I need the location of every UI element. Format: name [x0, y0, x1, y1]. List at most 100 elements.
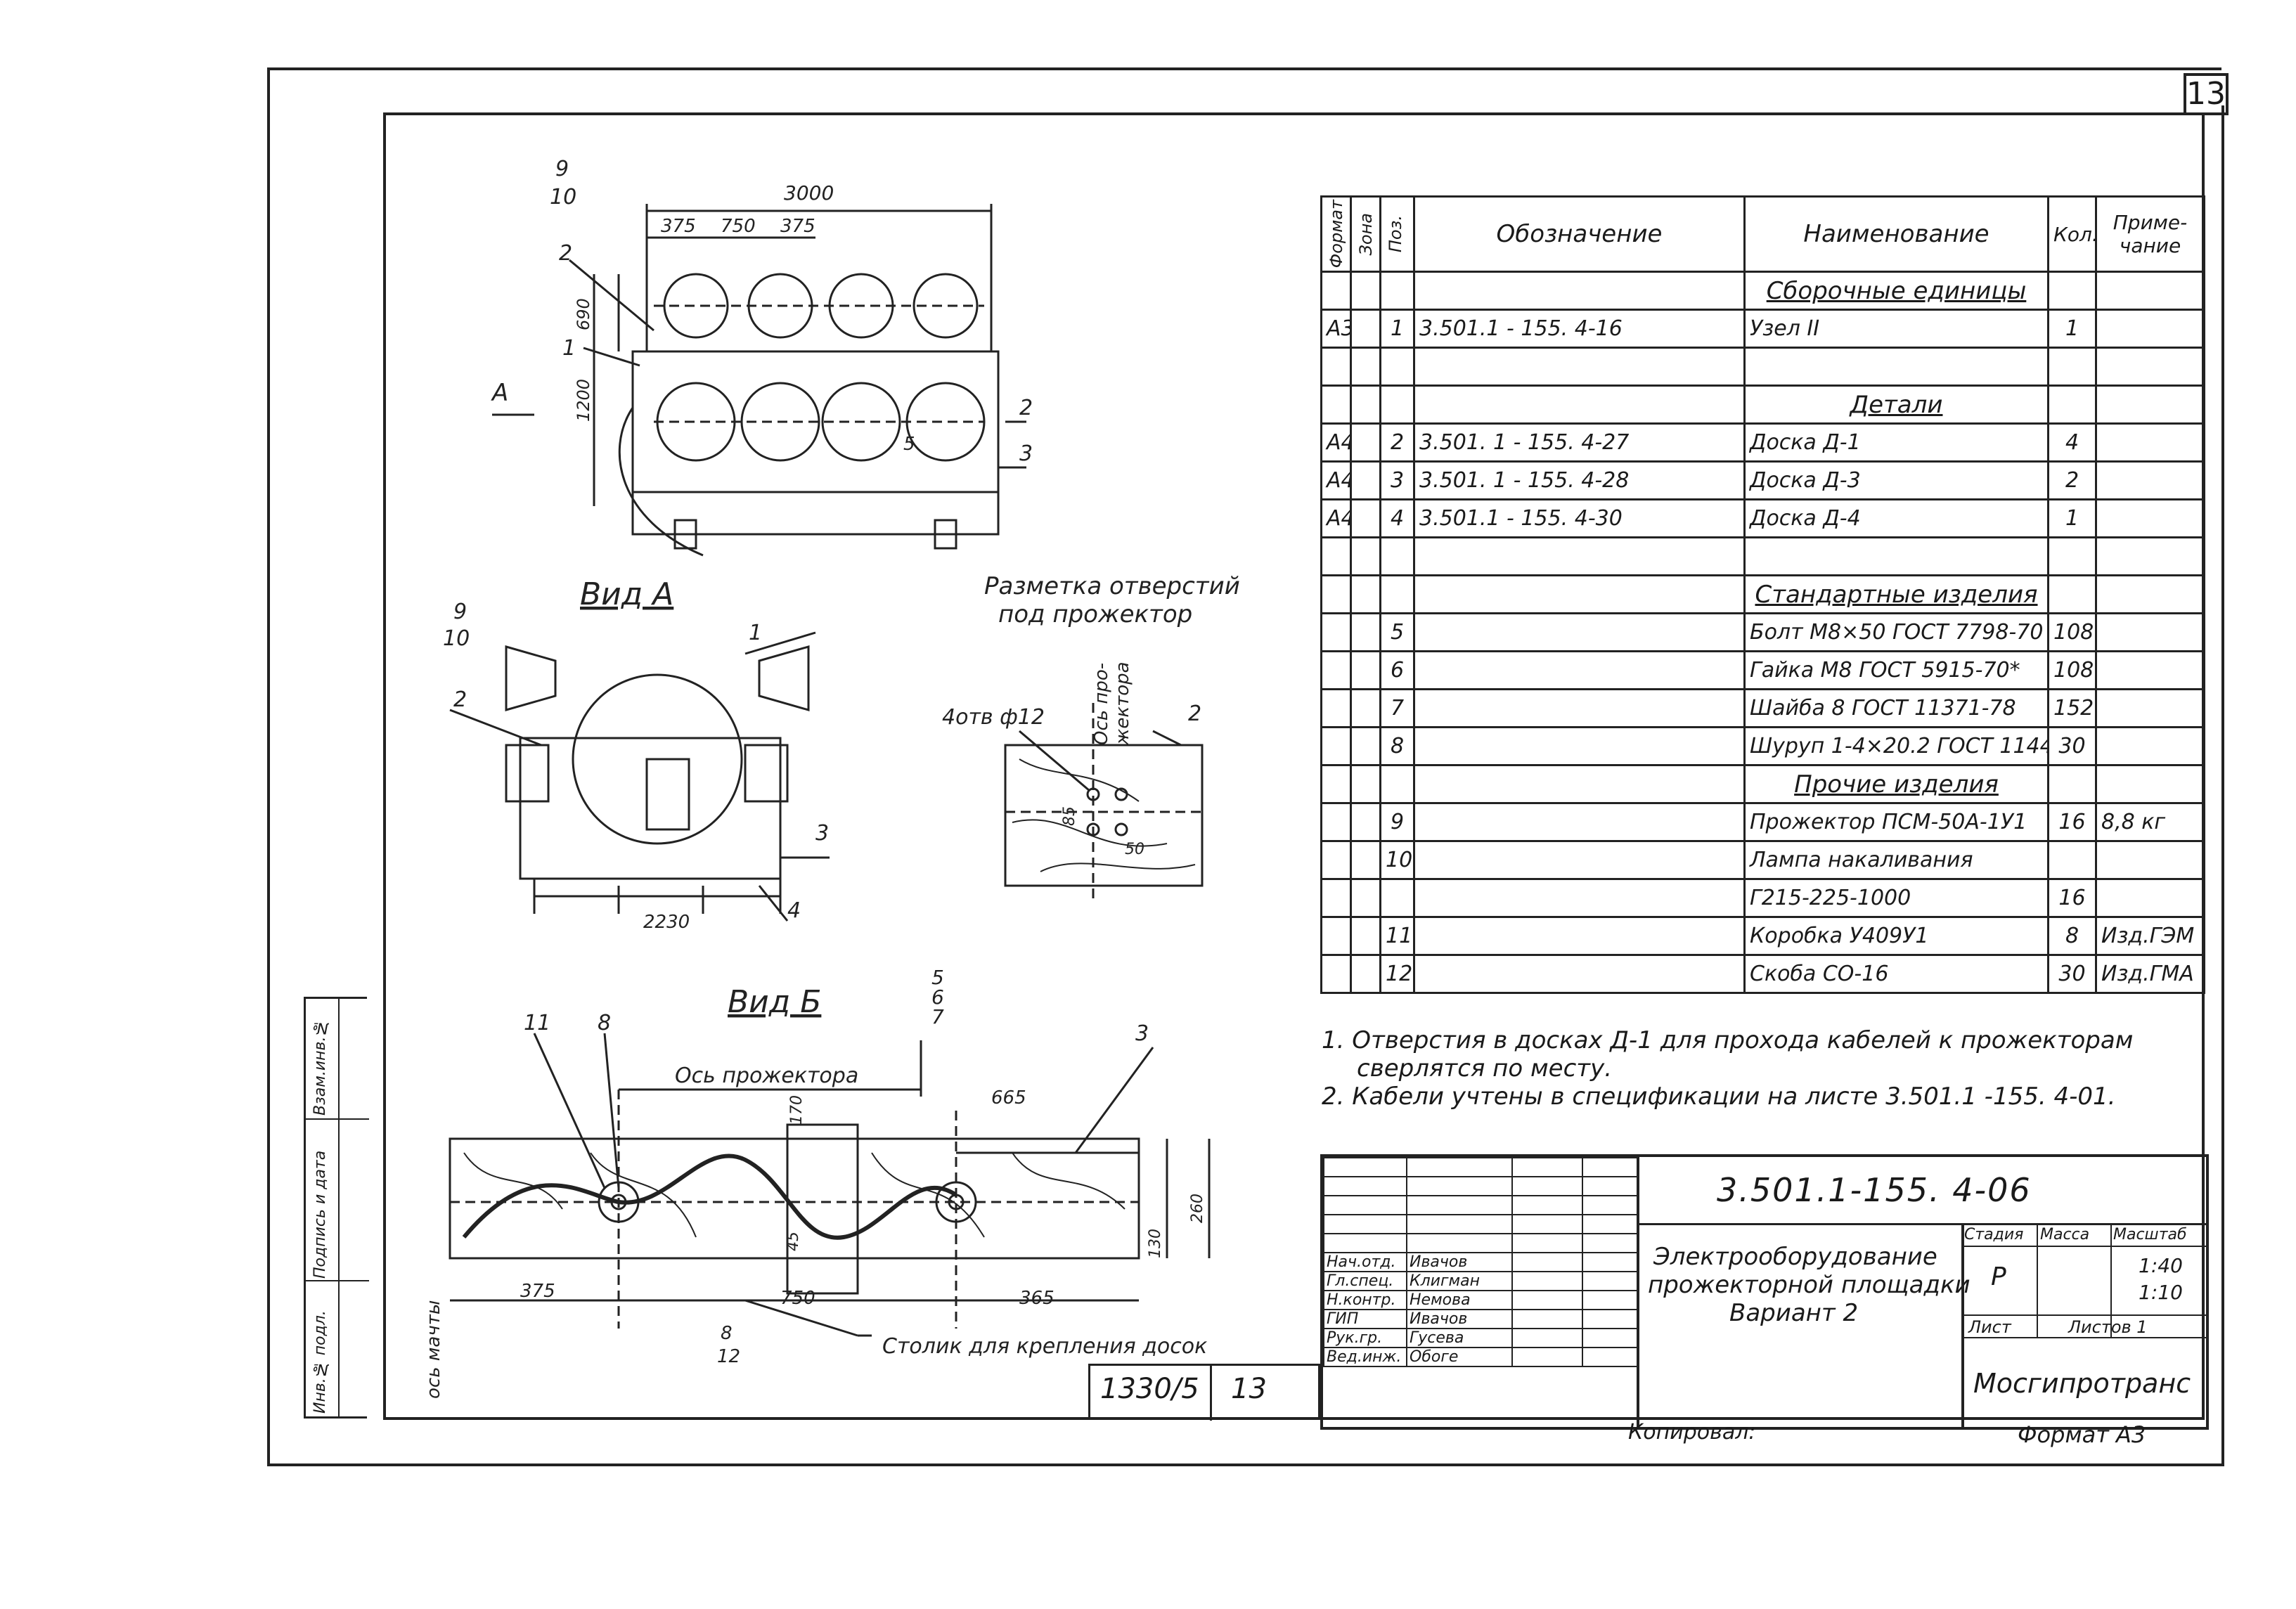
spec-cell-zone — [1350, 802, 1381, 842]
spec-cell-zone — [1350, 916, 1381, 956]
spec-cell-zone — [1350, 878, 1381, 918]
spec-cell-pos: 9 — [1379, 802, 1415, 842]
spec-cell-note — [2095, 612, 2205, 652]
spec-cell-format — [1320, 726, 1352, 766]
projector-circle — [912, 273, 979, 339]
header-note: Приме-чание — [2095, 195, 2205, 273]
spec-cell-designation — [1413, 764, 1746, 804]
drawing-area: 9 10 3000 375 750 375 2 690 1 1200 А 2 5… — [423, 157, 1240, 1399]
archive-sheet: 13 — [1231, 1373, 1267, 1405]
plan-callout-10: 10 — [550, 185, 576, 209]
spec-cell-note — [2095, 726, 2205, 766]
spec-cell-note — [2095, 650, 2205, 690]
spec-cell-note — [2095, 878, 2205, 918]
marking-axis-1: Ось про- — [1091, 663, 1112, 745]
spec-cell-qty: 4 — [2047, 422, 2097, 463]
view-a-callout-1: 1 — [749, 621, 762, 645]
spec-cell-name: Доска Д-4 — [1743, 498, 2049, 538]
spec-cell-note: 8,8 кг — [2095, 802, 2205, 842]
signature-row: Н.контр.Немова — [1323, 1290, 1638, 1310]
spec-cell-designation — [1413, 840, 1746, 880]
title-block: Нач.отд.Ивачов Гл.спец.Клигман Н.контр.Н… — [1320, 1154, 2209, 1430]
view-a-callout-10: 10 — [443, 626, 470, 651]
spec-cell-pos — [1379, 271, 1415, 311]
signature-row: Гл.спец.Клигман — [1323, 1271, 1638, 1291]
spec-cell-designation — [1413, 954, 1746, 994]
scale-value-1: 1:40 — [2139, 1254, 2183, 1277]
view-b-callout-8a: 8 — [598, 1011, 611, 1035]
side-stamp: Инв.№ подл. Подпись и дата Взам.инв.№ — [304, 997, 369, 1419]
spec-cell-note — [2095, 271, 2205, 311]
spec-cell-pos: 7 — [1379, 688, 1415, 728]
signature-name: Обоге — [1406, 1347, 1513, 1367]
view-a-callout-9: 9 — [453, 600, 467, 624]
marking-dim-85: 85 — [1061, 806, 1078, 826]
spec-cell-qty — [2047, 271, 2097, 311]
spec-cell-note — [2095, 460, 2205, 500]
spec-cell-name: Сборочные единицы — [1743, 271, 2049, 311]
signature-name: Ивачов — [1406, 1252, 1513, 1272]
spec-cell-qty: 2 — [2047, 460, 2097, 500]
spec-cell-format: А4 — [1320, 460, 1352, 500]
marking-dim-50: 50 — [1125, 841, 1144, 858]
spec-cell-pos: 11 — [1379, 916, 1415, 956]
view-b-callout-8b: 8 — [721, 1323, 733, 1344]
plan-callout-1: 1 — [562, 336, 576, 361]
spec-cell-format — [1320, 271, 1352, 311]
plan-dim-3000: 3000 — [784, 181, 834, 205]
spec-cell-format — [1320, 574, 1352, 614]
spec-row: Прочие изделия — [1320, 764, 2205, 804]
spec-cell-format — [1320, 954, 1352, 994]
spec-cell-format — [1320, 840, 1352, 880]
spec-cell-format — [1320, 347, 1352, 387]
spec-cell-qty: 152 — [2047, 688, 2097, 728]
spec-cell-name: Г215-225-1000 — [1743, 878, 2049, 918]
plan-callout-3: 3 — [1019, 441, 1033, 466]
spec-row: Детали — [1320, 385, 2205, 425]
spec-cell-pos — [1379, 385, 1415, 425]
title-code: 3.501.1-155. 4-06 — [1717, 1171, 2032, 1209]
spec-cell-zone — [1350, 726, 1381, 766]
spec-cell-format — [1320, 688, 1352, 728]
spec-cell-qty: 1 — [2047, 498, 2097, 538]
spec-cell-pos — [1379, 764, 1415, 804]
spec-cell-zone — [1350, 954, 1381, 994]
marking-holes: 4отв ф12 — [942, 705, 1045, 730]
sheet-number: 13 — [2186, 76, 2226, 112]
spec-cell-pos: 1 — [1379, 309, 1415, 349]
spec-cell-designation: 3.501. 1 - 155. 4-28 — [1413, 460, 1746, 500]
spec-cell-designation — [1413, 650, 1746, 690]
mass-label: Масса — [2040, 1226, 2090, 1243]
signature-name: Клигман — [1406, 1271, 1513, 1291]
spec-cell-name — [1743, 347, 2049, 387]
spec-cell-name: Детали — [1743, 385, 2049, 425]
scale-value-2: 1:10 — [2139, 1281, 2183, 1304]
spec-cell-name: Прочие изделия — [1743, 764, 2049, 804]
signature-role: Рук.гр. — [1323, 1328, 1407, 1348]
plan-callout-9: 9 — [555, 157, 569, 181]
marking-view — [1004, 703, 1204, 900]
view-b-dim-130: 130 — [1147, 1229, 1164, 1258]
spec-cell-pos: 12 — [1379, 954, 1415, 994]
spec-cell-zone — [1350, 764, 1381, 804]
archive-number: 1330/5 — [1100, 1373, 1199, 1405]
spec-cell-format — [1320, 878, 1352, 918]
signature-row: Вед.инж.Обоге — [1323, 1347, 1638, 1367]
spec-cell-zone — [1350, 536, 1381, 576]
spec-cell-designation — [1413, 347, 1746, 387]
spec-cell-note — [2095, 840, 2205, 880]
spec-cell-name: Доска Д-3 — [1743, 460, 2049, 500]
title-line-3: Вариант 2 — [1729, 1299, 1859, 1327]
spec-cell-note — [2095, 422, 2205, 463]
notes: 1. Отверстия в досках Д-1 для прохода ка… — [1322, 1026, 2207, 1111]
spec-cell-format — [1320, 612, 1352, 652]
spec-cell-note — [2095, 764, 2205, 804]
header-zone: Зона — [1350, 195, 1381, 273]
plan-callout-2a: 2 — [559, 241, 572, 266]
spec-cell-qty: 108 — [2047, 612, 2097, 652]
view-b-callout-7: 7 — [931, 1005, 944, 1028]
